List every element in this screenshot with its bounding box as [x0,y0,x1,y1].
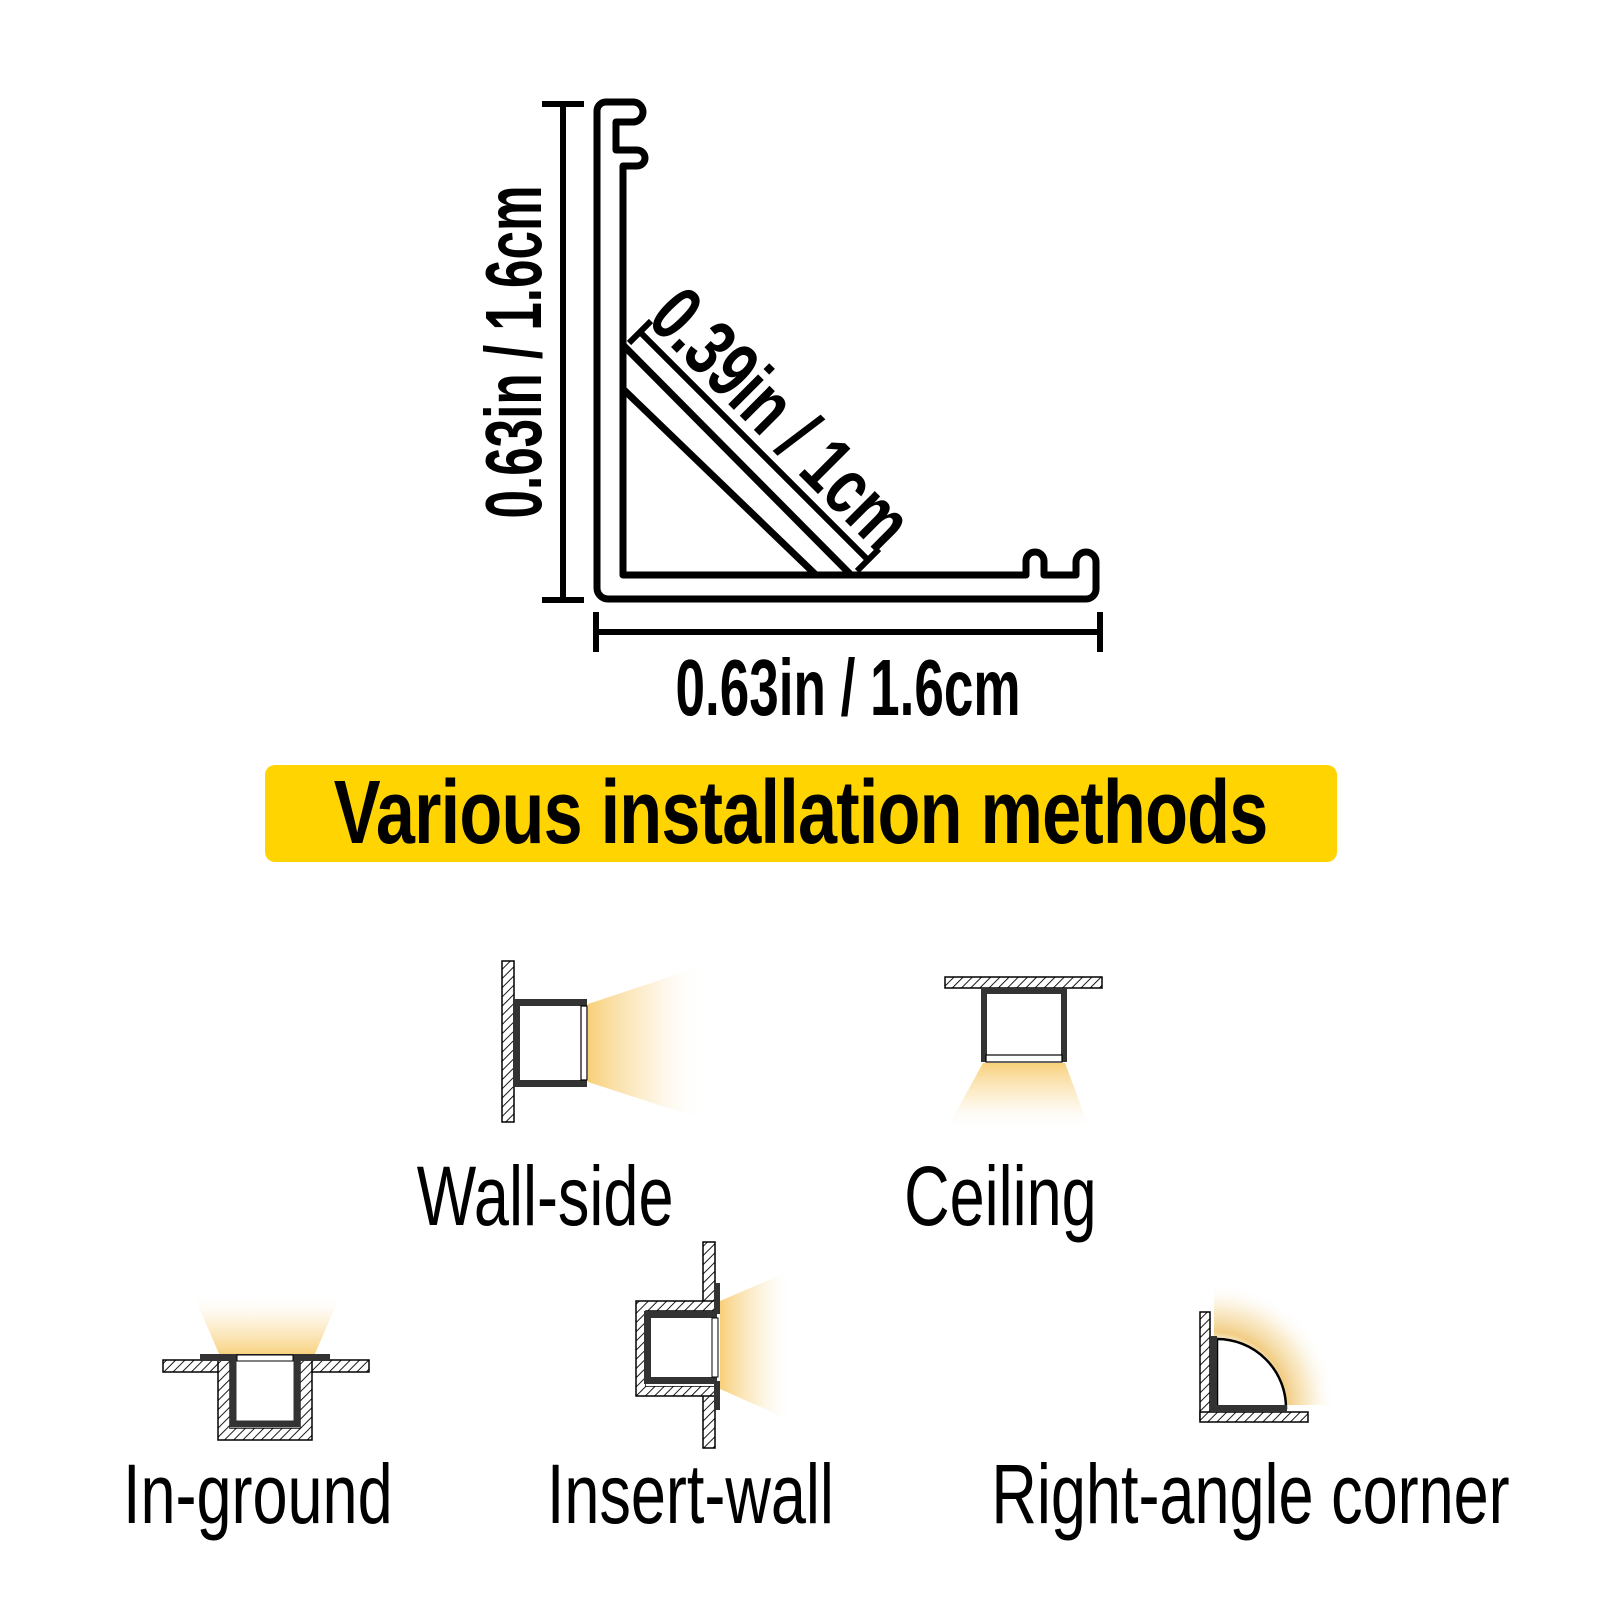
width-dimension: 0.63in / 1.6cm [593,612,1103,732]
channel-left [981,988,987,1062]
width-dimension-label: 0.63in / 1.6cm [676,643,1021,732]
channel-interior [646,1311,715,1386]
led-slot-upper-line [620,342,854,578]
wall-hatch-vertical [1199,1311,1211,1421]
method-label-ceiling: Ceiling [903,1149,1097,1243]
right-angle-corner-mount-icon [1199,1283,1336,1423]
channel-top [513,999,587,1006]
insert-wall-mount-icon [635,1241,792,1449]
method-label-wall-side: Wall-side [416,1149,674,1243]
channel-right [1061,988,1067,1062]
ground-hatch-right [302,1359,370,1373]
channel-bottom [644,1377,717,1384]
wall-hatch-bottom [702,1393,716,1449]
method-label-in-ground: In-ground [123,1447,393,1541]
channel-back [513,999,520,1087]
diffuser [985,1054,1063,1063]
light-beam [720,1270,792,1421]
diagonal-dimension-label: 0.39in / 1cm [633,270,929,566]
height-dimension: 0.63in / 1.6cm [469,101,584,603]
channel-top [644,1311,717,1318]
channel-bottom [513,1080,587,1087]
led-slot-lower-line [620,386,819,578]
mount-lip-bottom [714,1381,720,1410]
mount-lip-top [714,1283,720,1314]
height-dimension-label: 0.63in / 1.6cm [469,186,558,519]
ceiling-mount-icon [944,976,1103,1130]
wall-hatch [501,960,515,1123]
profile-cross-section: 0.63in / 1.6cm 0.63in / 1.6cm 0.39in / 1… [469,98,1103,732]
diffuser [236,1354,294,1362]
wall-hatch-top [702,1241,716,1303]
light-beam [193,1294,341,1356]
channel-body [229,1358,301,1428]
ceiling-hatch [944,976,1103,989]
channel-top [981,988,1067,994]
section-banner: Various installation methods [265,763,1337,863]
diffuser [580,1005,588,1081]
diagonal-dimension: 0.39in / 1cm [626,270,930,574]
channel-back-vertical [1210,1336,1217,1412]
method-label-right-angle-corner: Right-angle corner [991,1447,1510,1541]
wall-hatch-horizontal [1199,1411,1309,1423]
channel-interior [230,1360,300,1428]
quarter-diffuser [1215,1337,1288,1410]
channel-back-horizontal [1210,1405,1287,1412]
section-banner-label: Various installation methods [334,763,1269,863]
profile-outline [593,98,1100,603]
wall-side-mount-icon [501,960,705,1123]
channel-back [644,1311,651,1384]
light-beam [588,965,705,1120]
diffuser [711,1317,719,1378]
light-beam [946,1063,1090,1130]
method-label-insert-wall: Insert-wall [546,1447,834,1541]
in-ground-mount-icon [162,1294,370,1441]
